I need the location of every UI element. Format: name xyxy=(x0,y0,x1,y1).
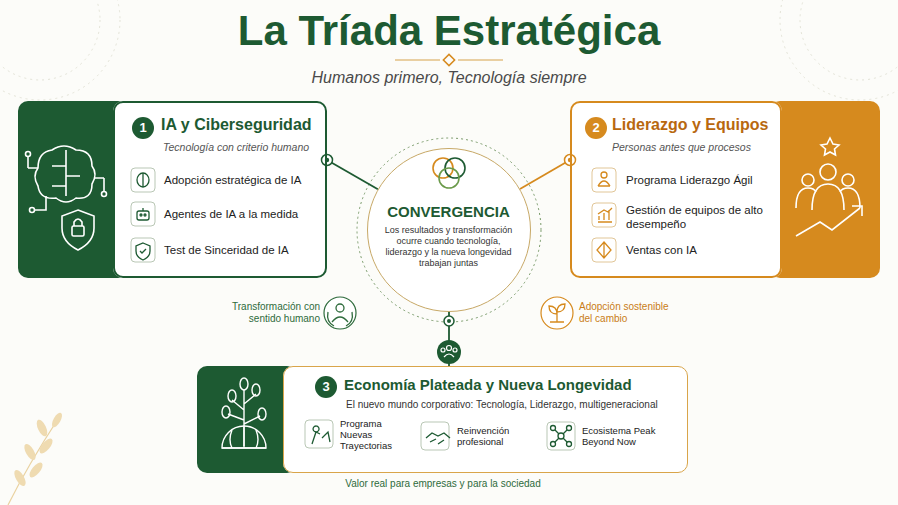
card-subtitle: El nuevo mundo corporativo: Tecnología, … xyxy=(346,399,658,411)
item-text: Test de Sinceridad de IA xyxy=(164,243,289,257)
card-subtitle: Personas antes que procesos xyxy=(612,141,751,154)
circle-heading: CONVERGENCIA xyxy=(377,203,521,221)
item-text: Programa Nuevas Trayectorias xyxy=(340,418,404,451)
item-text: Agentes de IA a la medida xyxy=(164,207,298,221)
card-heading: IA y Ciberseguridad xyxy=(161,115,312,134)
card-heading: Economía Plateada y Nueva Longevidad xyxy=(344,376,632,394)
side-note: Transformación con sentido humano xyxy=(202,301,320,325)
callout-number: 2 xyxy=(585,117,607,139)
card-subtitle: Tecnología con criterio humano xyxy=(163,141,309,154)
item-text: Ventas con IA xyxy=(626,243,697,257)
side-note: Adopción sostenible del cambio xyxy=(579,301,679,325)
subtitle: Humanos primero, Tecnología siempre xyxy=(249,68,649,87)
connector-dot xyxy=(322,155,333,166)
item-text: Gestión de equipos de alto desempeño xyxy=(626,203,766,231)
item-text: Programa Liderazgo Ágil xyxy=(626,173,753,187)
callout-number: 1 xyxy=(132,117,154,139)
card-heading: Liderazgo y Equipos xyxy=(612,115,768,134)
connector xyxy=(520,160,570,189)
item-text: Adopción estratégica de IA xyxy=(164,173,301,187)
item-text: Ecosistema Peak Beyond Now xyxy=(582,425,664,447)
diagram-title: La Tríada Estratégica xyxy=(0,6,898,56)
convergence-circle: CONVERGENCIA Los resultados y transformac… xyxy=(367,148,531,312)
circle-body: Los resultados y transformación ocurre c… xyxy=(385,225,513,269)
connector xyxy=(327,160,378,189)
callout-number: 3 xyxy=(315,376,337,398)
footer-note: Valor real para empresas y para la socie… xyxy=(343,478,543,490)
item-text: Reinvención profesional xyxy=(457,425,535,447)
